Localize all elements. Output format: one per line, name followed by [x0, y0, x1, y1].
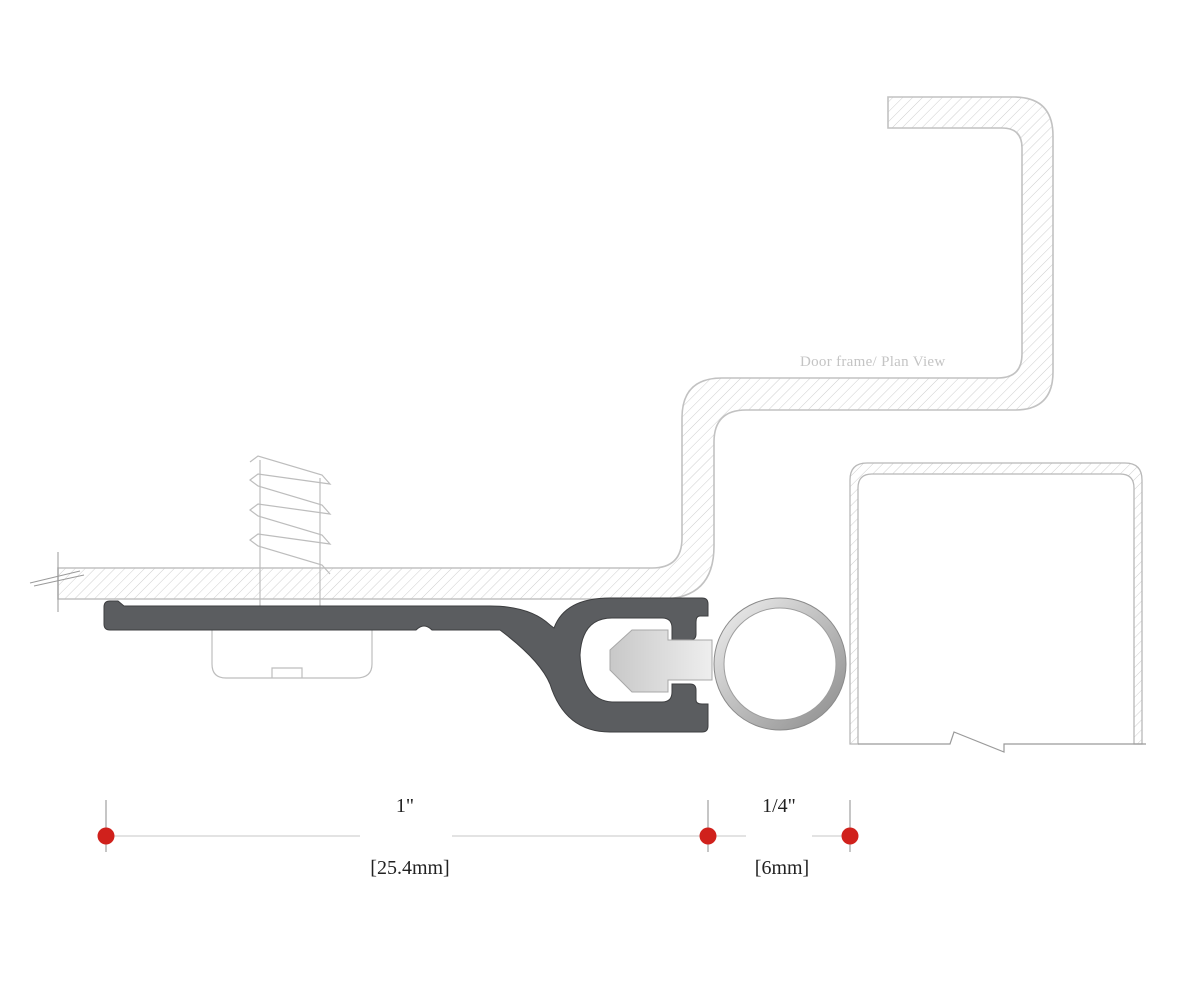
bulb-seal	[713, 597, 847, 731]
dimension-quarter-label: 1/4"	[762, 795, 796, 817]
seal-arrow-insert	[609, 629, 713, 693]
door-frame-section	[57, 96, 1054, 600]
dimension-marker-left	[97, 827, 115, 845]
dimension-lines	[105, 800, 851, 852]
retainer-profile	[103, 597, 709, 733]
dimension-marker-mid	[699, 827, 717, 845]
dimension-1in-metric: [25.4mm]	[370, 857, 449, 879]
frame-label: Door frame/ Plan View	[800, 354, 946, 370]
screw	[211, 455, 373, 679]
dimension-quarter-metric: [6mm]	[755, 857, 809, 879]
dimension-marker-right	[841, 827, 859, 845]
dimension-1in-label: 1"	[396, 795, 414, 817]
wall-break-lines	[29, 552, 85, 612]
door-leaf-section	[849, 462, 1146, 753]
